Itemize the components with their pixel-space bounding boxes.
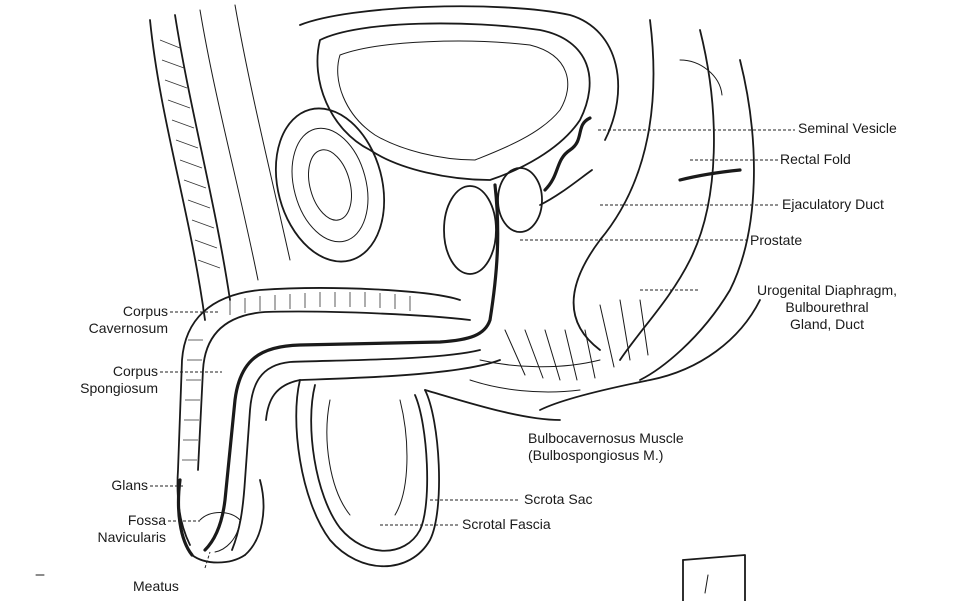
label-bulbospongiosus: (Bulbospongiosus M.)	[528, 447, 663, 464]
label-fossa: Fossa	[60, 512, 166, 529]
label-navicularis: Navicularis	[60, 529, 166, 546]
prostate	[444, 168, 542, 274]
label-corpus-cavernosum-2: Cavernosum	[40, 320, 168, 337]
label-bulbocavernosus-muscle: Bulbocavernosus Muscle	[528, 430, 684, 447]
bladder	[300, 6, 618, 180]
label-bulbourethral: Bulbourethral	[702, 299, 952, 316]
bulbocavernosus-muscle	[470, 330, 600, 392]
label-rectal-fold: Rectal Fold	[780, 151, 851, 168]
label-meatus: Meatus	[133, 578, 179, 595]
label-seminal-vesicle: Seminal Vesicle	[798, 120, 897, 137]
leader-lines	[150, 130, 795, 568]
label-prostate: Prostate	[750, 232, 802, 249]
penis-shaft	[178, 288, 501, 550]
label-scrotal-sac: Scrota Sac	[524, 491, 592, 508]
label-gland-duct: Gland, Duct	[702, 316, 952, 333]
pubic-symphysis	[260, 96, 401, 274]
seminal-vesicle	[540, 118, 592, 205]
pelvic-wall-outline	[150, 5, 290, 320]
label-ejaculatory-duct: Ejaculatory Duct	[782, 196, 884, 213]
scrotum	[296, 380, 560, 566]
label-urogenital-diaphragm: Urogenital Diaphragm,	[702, 282, 952, 299]
label-corpus-cavernosum-1: Corpus	[40, 303, 168, 320]
label-corpus-spongiosum-1: Corpus	[40, 363, 158, 380]
label-scrotal-fascia: Scrotal Fascia	[462, 516, 551, 533]
label-glans: Glans	[60, 477, 148, 494]
urethra	[205, 185, 498, 550]
corner-mark	[683, 555, 745, 601]
label-corpus-spongiosum-2: Spongiosum	[40, 380, 158, 397]
